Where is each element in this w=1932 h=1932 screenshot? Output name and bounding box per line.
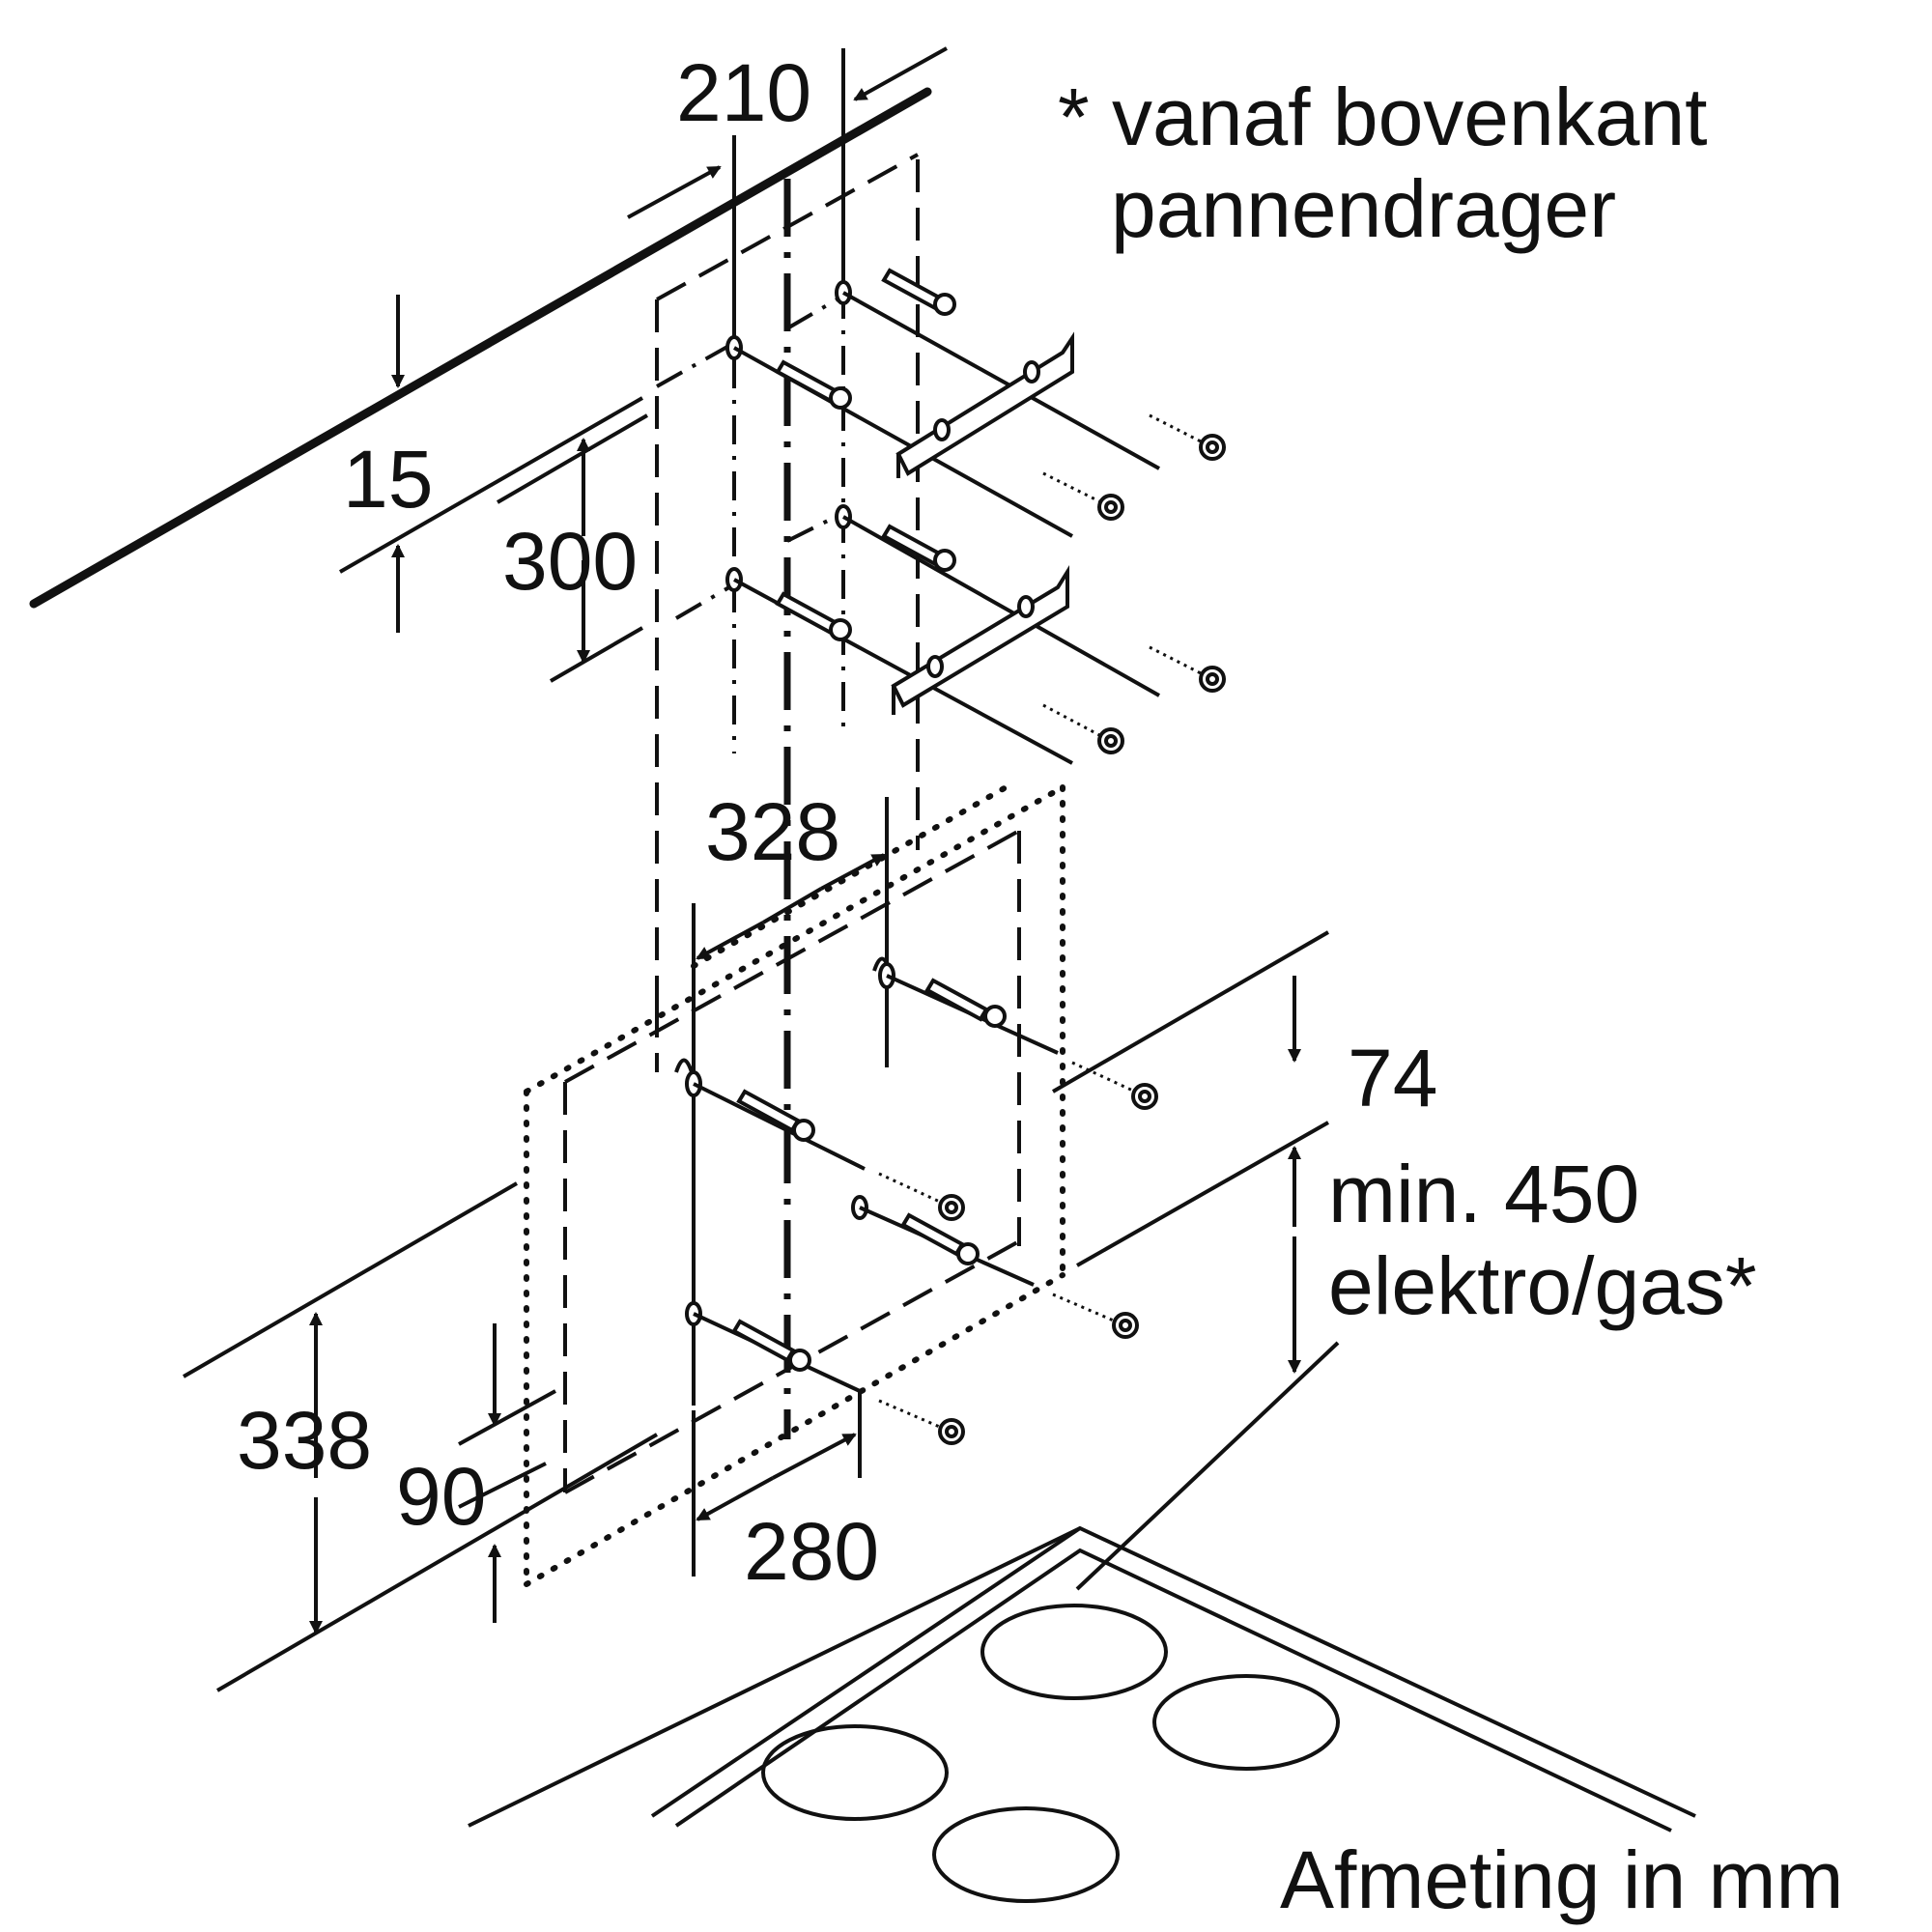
- burner-2: [761, 1724, 949, 1821]
- units-caption: Afmeting in mm: [1280, 1834, 1844, 1925]
- upper-bracket-2: [674, 504, 1226, 765]
- dim-74-group: 74: [1051, 930, 1437, 1123]
- dim-328-label: 328: [705, 786, 840, 877]
- dim-min450-line1: min. 450: [1328, 1149, 1639, 1239]
- lower-mount-lower: [685, 1195, 1139, 1445]
- cooktop: [468, 1525, 1696, 1903]
- ceiling-edge-line: [29, 87, 932, 609]
- dim-90-group: 90: [396, 1323, 556, 1623]
- upper-chimney-outline: [655, 135, 920, 1439]
- dim-280-group: 280: [692, 1391, 879, 1597]
- dim-280-label: 280: [744, 1506, 879, 1597]
- dim-300-label: 300: [502, 516, 638, 607]
- dim-15-group: 15: [339, 295, 643, 633]
- dim-338-group: 338: [182, 1181, 659, 1692]
- dim-min450-line2: elektro/gas*: [1328, 1240, 1757, 1331]
- note-line-1: * vanaf bovenkant: [1058, 71, 1708, 162]
- lower-mount-upper: [674, 956, 1158, 1221]
- note-line-2: pannendrager: [1111, 163, 1616, 254]
- dim-328-group: 328: [692, 786, 889, 1406]
- dim-338-label: 338: [237, 1395, 372, 1486]
- dim-min450-group: min. 450 elektro/gas*: [1075, 1121, 1757, 1591]
- burner-4: [932, 1806, 1120, 1903]
- dim-90-label: 90: [396, 1451, 486, 1542]
- dim-74-label: 74: [1348, 1033, 1437, 1123]
- burner-3: [1152, 1674, 1340, 1771]
- dim-210-label: 210: [676, 47, 811, 138]
- dim-210-group: 210: [627, 46, 948, 348]
- dim-300-group: 300: [496, 413, 649, 683]
- burner-1: [980, 1604, 1168, 1700]
- dim-15-label: 15: [343, 434, 433, 525]
- upper-bracket-1: [656, 268, 1226, 538]
